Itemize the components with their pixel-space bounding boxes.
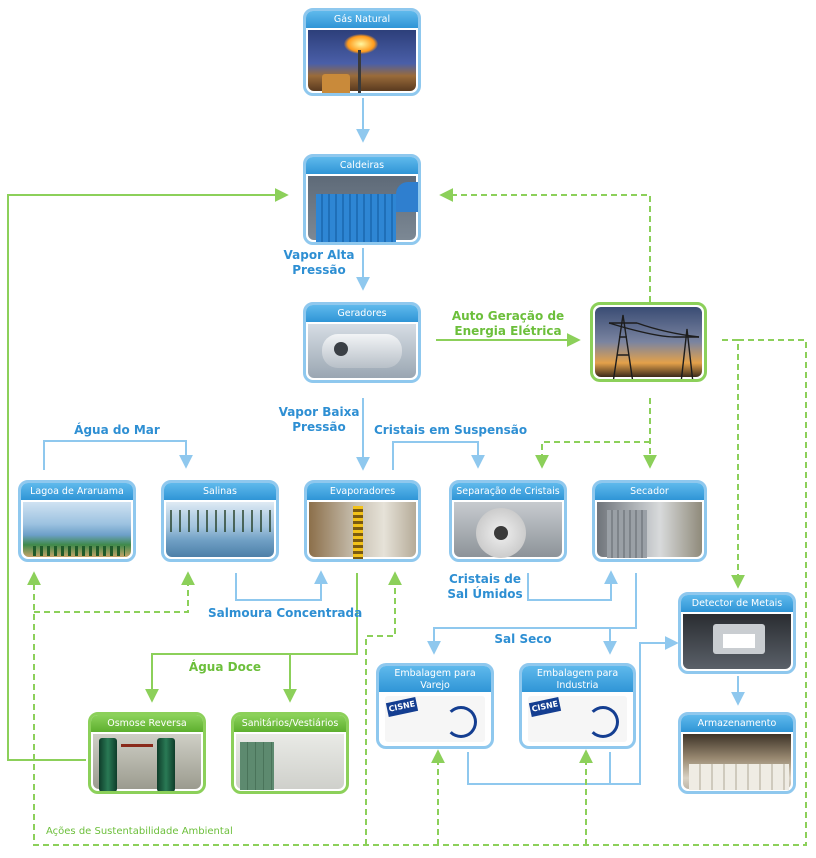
dryer-photo bbox=[597, 502, 702, 558]
node-caldeiras: Caldeiras bbox=[303, 154, 421, 245]
reverse-osmosis-photo bbox=[93, 734, 201, 791]
flame-icon bbox=[344, 34, 378, 54]
node-salinas: Salinas bbox=[161, 480, 279, 562]
label-cristais-sal-umidos: Cristais de Sal Úmidos bbox=[447, 572, 523, 601]
flow-embalagem-to-detector bbox=[467, 636, 679, 785]
metal-detector-photo bbox=[683, 614, 791, 669]
node-detector-metais: Detector de Metais bbox=[678, 592, 796, 674]
flow-sust-to-evaporadores bbox=[365, 571, 402, 845]
flow-energia-to-detector bbox=[722, 339, 745, 589]
salt-package-image: CISNE bbox=[385, 696, 485, 742]
brand-logo: CISNE bbox=[385, 697, 419, 717]
node-evaporadores: Evaporadores bbox=[304, 480, 421, 562]
node-separacao-cristais: Separação de Cristais bbox=[449, 480, 567, 562]
node-title: Separação de Cristais bbox=[452, 483, 564, 500]
node-sanitarios-vestiarios: Sanitários/Vestiários bbox=[231, 712, 349, 794]
node-title: Secador bbox=[595, 483, 704, 500]
flow-sust-to-salinas bbox=[34, 571, 195, 613]
flow-agua-doce bbox=[145, 573, 358, 703]
label-agua-doce: Água Doce bbox=[188, 660, 262, 674]
node-title: Sanitários/Vestiários bbox=[234, 715, 346, 732]
node-title: Detector de Metais bbox=[681, 595, 793, 612]
flow-cristais-umidos bbox=[527, 570, 618, 601]
gas-flare-photo bbox=[308, 30, 416, 93]
warehouse-photo bbox=[683, 734, 791, 790]
salt-bag-image: CISNE bbox=[528, 696, 627, 742]
node-secador: Secador bbox=[592, 480, 707, 562]
label-vapor-alta-pressao: Vapor Alta Pressão bbox=[283, 248, 355, 277]
node-title: Caldeiras bbox=[306, 157, 418, 174]
flow-salinas-to-evaporadores bbox=[235, 570, 328, 601]
flow-sustentabilidade-loop bbox=[27, 339, 807, 846]
centrifuge-photo bbox=[454, 502, 562, 558]
label-salmoura-concentrada: Salmoura Concentrada bbox=[208, 606, 363, 620]
node-title: Armazenamento bbox=[681, 715, 793, 732]
node-title: Evaporadores bbox=[307, 483, 418, 500]
restroom-photo bbox=[236, 734, 344, 790]
flow-cristais-suspensao bbox=[392, 441, 485, 470]
label-cristais-suspensao: Cristais em Suspensão bbox=[374, 423, 528, 437]
generator-photo bbox=[308, 324, 416, 378]
node-title: Salinas bbox=[164, 483, 276, 500]
node-osmose-reversa: Osmose Reversa bbox=[88, 712, 206, 794]
flow-sal-seco bbox=[427, 573, 637, 655]
node-title: Embalagem para Industria bbox=[522, 666, 633, 692]
flow-agua-mar bbox=[43, 440, 193, 470]
node-energia-eletrica bbox=[590, 302, 707, 382]
node-title: Lagoa de Araruama bbox=[21, 483, 133, 500]
node-gas-natural: Gás Natural bbox=[303, 8, 421, 96]
evaporator-photo bbox=[309, 502, 416, 559]
flow-energia-to-separacao bbox=[535, 441, 650, 469]
label-sal-seco: Sal Seco bbox=[494, 632, 552, 646]
node-title: Osmose Reversa bbox=[91, 715, 203, 732]
node-title: Gás Natural bbox=[306, 11, 418, 28]
node-lagoa-araruama: Lagoa de Araruama bbox=[18, 480, 136, 562]
node-armazenamento: Armazenamento bbox=[678, 712, 796, 794]
node-title: Geradores bbox=[306, 305, 418, 322]
brand-logo: CISNE bbox=[528, 697, 562, 717]
flow-energia-to-caldeiras bbox=[439, 188, 651, 302]
boiler-photo bbox=[308, 176, 418, 242]
transmission-tower-icon bbox=[608, 314, 700, 379]
flow-osmose-to-caldeiras bbox=[7, 188, 289, 761]
node-geradores: Geradores bbox=[303, 302, 421, 383]
node-title: Embalagem para Varejo bbox=[379, 666, 491, 692]
node-embalagem-varejo: Embalagem para Varejo CISNE bbox=[376, 663, 494, 749]
label-acoes-sustentabilidade: Ações de Sustentabilidade Ambiental bbox=[46, 826, 233, 837]
label-vapor-baixa-pressao: Vapor Baixa Pressão bbox=[278, 405, 360, 434]
salt-flats-photo bbox=[166, 502, 274, 557]
lagoon-photo bbox=[23, 502, 131, 557]
power-lines-photo bbox=[595, 307, 702, 379]
label-agua-do-mar: Água do Mar bbox=[74, 423, 160, 437]
label-auto-geracao-energia: Auto Geração de Energia Elétrica bbox=[451, 309, 565, 338]
node-embalagem-industria: Embalagem para Industria CISNE bbox=[519, 663, 636, 749]
